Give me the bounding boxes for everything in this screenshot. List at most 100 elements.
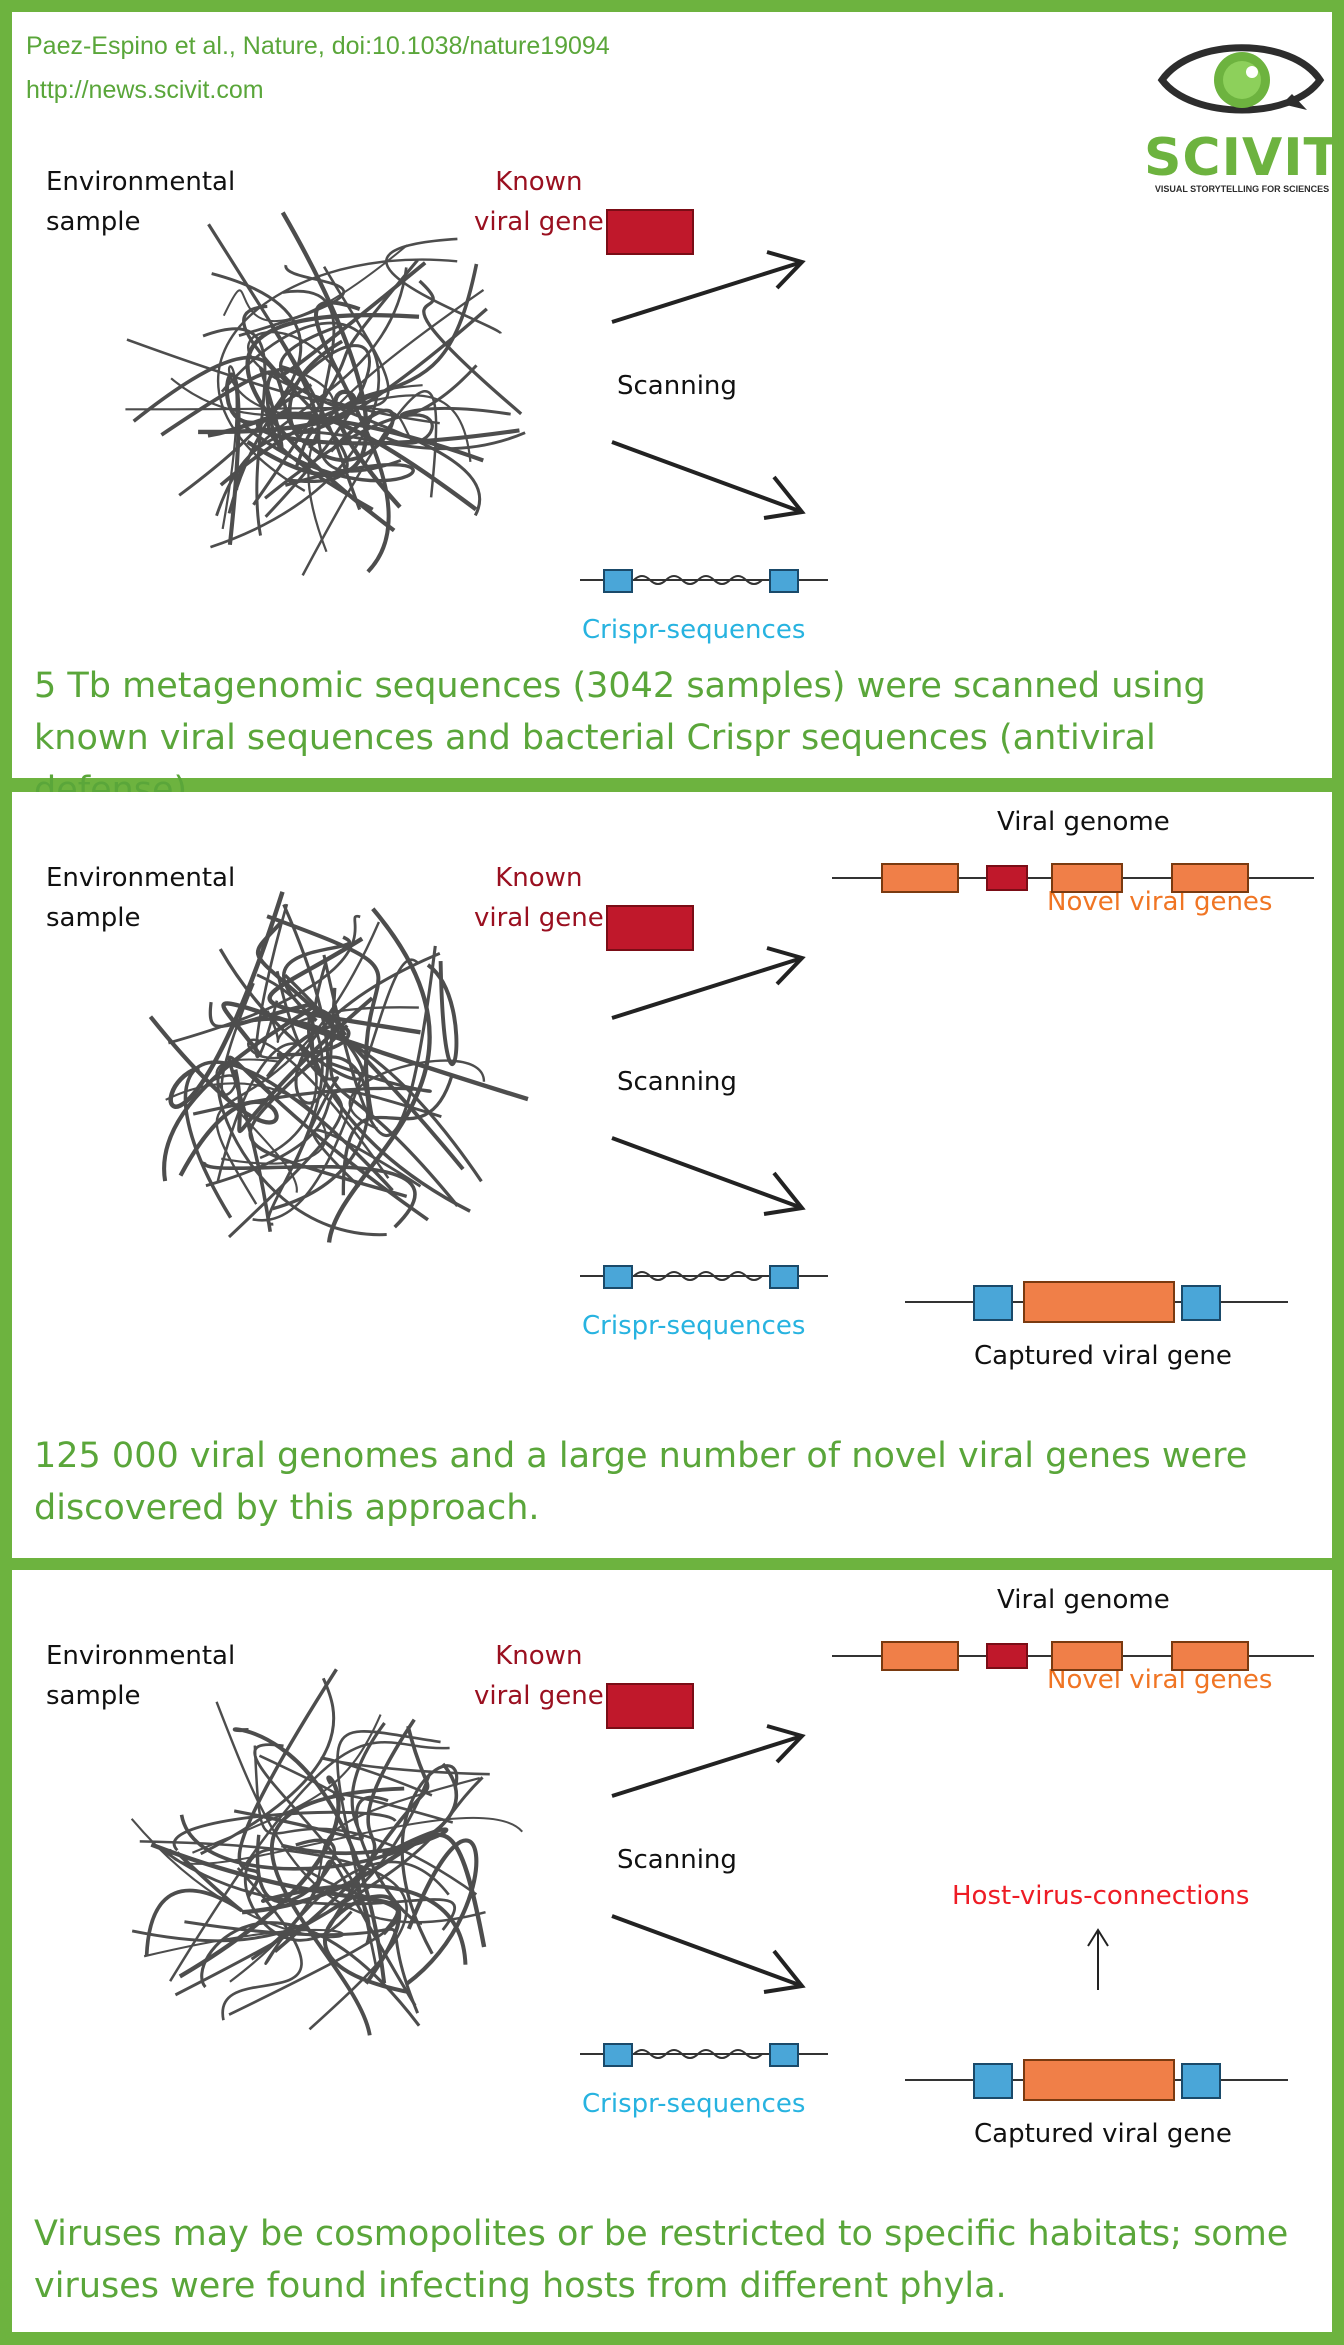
tangle-strand: [202, 1161, 417, 1229]
captured-viral-gene-icon: [905, 2059, 1288, 2101]
tangle-strand: [150, 1842, 401, 1936]
tangle-strand: [216, 1042, 318, 1182]
tangle-strand: [130, 1818, 344, 1958]
tangle-strand: [273, 1718, 416, 1954]
tangle-strand: [269, 323, 344, 447]
viral-genome-label: Viral genome: [997, 807, 1170, 837]
known-viral-gene-label: Known viral gene: [474, 1636, 604, 1716]
environmental-sample-tangle: [125, 211, 526, 576]
tangle-strand: [385, 237, 502, 335]
tangle-strand: [418, 279, 523, 416]
environmental-sample-line1: Environmental: [46, 1641, 236, 1671]
tangle-strand: [139, 1840, 408, 2031]
known-viral-gene-label: Known viral gene: [474, 162, 604, 242]
tangle-strand: [255, 414, 520, 463]
crispr-label: Crispr-sequences: [582, 2089, 806, 2119]
tangle-strand: [207, 223, 362, 511]
tangle-strand: [229, 1776, 481, 1983]
tangle-strand: [275, 970, 339, 1167]
tangle-strand: [192, 1714, 382, 1854]
tangle-strand: [247, 1038, 390, 1179]
tangle-strand: [253, 1743, 371, 1944]
captured-viral-gene-label: Captured viral gene: [974, 1341, 1232, 1371]
tangle-strand: [400, 1764, 459, 1955]
tangle-strand: [221, 1001, 529, 1102]
known-label-line1: Known: [495, 863, 583, 893]
crispr-sequence-icon: [580, 1265, 828, 1289]
crispr-sequence-icon: [580, 2043, 828, 2067]
source-url: http://news.scivit.com: [26, 76, 264, 104]
panel-3-caption: Viruses may be cosmopolites or be restri…: [34, 2214, 1289, 2306]
tangle-strand: [179, 1762, 458, 1871]
environmental-sample-label: Environmental sample: [46, 162, 235, 242]
tangle-strand: [224, 372, 293, 546]
scanning-label: Scanning: [617, 1067, 737, 1097]
environmental-sample-line2: sample: [46, 903, 141, 933]
known-label-line2: viral gene: [474, 207, 604, 237]
viral-genome-icon: [832, 1641, 1314, 1671]
tangle-strand: [178, 272, 302, 497]
tangle-strand: [148, 1015, 279, 1177]
tangle-strand: [348, 1059, 486, 1130]
tangle-strand: [265, 1024, 351, 1079]
tangle-strand: [205, 1089, 442, 1188]
panel-1-illustration: [125, 209, 828, 593]
tangle-strand: [266, 383, 374, 511]
tangle-strand: [326, 907, 432, 1243]
known-viral-gene-icon: [606, 1683, 694, 1729]
crispr-label: Crispr-sequences: [582, 1311, 806, 1341]
crispr-label: Crispr-sequences: [582, 615, 806, 645]
tangle-strand: [172, 1810, 397, 1852]
host-virus-connections-label: Host-virus-connections: [952, 1881, 1250, 1911]
tangle-strand: [221, 365, 302, 530]
scan-arrow-up-icon: [611, 946, 806, 1020]
environmental-sample-tangle: [148, 891, 529, 1243]
environmental-sample-tangle: [130, 1668, 524, 2036]
tangle-strand: [168, 891, 285, 1109]
panel-2-illustration: [148, 863, 1314, 1323]
tangle-strand: [307, 384, 423, 553]
tangle-strand: [426, 961, 459, 1067]
panel-3-illustration: [130, 1641, 1314, 2101]
panel-2-caption: 125 000 viral genomes and a large number…: [34, 1436, 1248, 1528]
logo-wordmark: SCIVIT: [1143, 128, 1341, 188]
tangle-strand: [252, 958, 419, 1222]
tangle-strand: [221, 1867, 303, 2021]
host-virus-arrow-icon: [1087, 1928, 1109, 1990]
known-viral-gene-icon: [606, 209, 694, 255]
scan-arrow-down-icon: [611, 1136, 806, 1216]
scan-arrow-up-icon: [611, 250, 806, 324]
tangle-strand: [242, 304, 349, 483]
tangle-strand: [210, 982, 255, 1096]
tangle-strand: [174, 1776, 484, 1997]
tangle-strand: [200, 1921, 421, 2027]
tangle-strand: [216, 258, 458, 492]
panel-1: Paez-Espino et al., Nature, doi:10.1038/…: [12, 12, 1339, 810]
crispr-sequence-icon: [580, 569, 828, 593]
tangle-strand: [126, 266, 390, 409]
scan-arrow-down-icon: [611, 440, 806, 520]
citation-text: Paez-Espino et al., Nature, doi:10.1038/…: [26, 32, 610, 60]
scan-arrow-up-icon: [611, 1724, 806, 1798]
tangle-strand: [252, 259, 419, 506]
environmental-sample-line2: sample: [46, 207, 141, 237]
environmental-sample-label: Environmental sample: [46, 858, 235, 938]
scanning-label: Scanning: [617, 1845, 737, 1875]
tangle-strand: [200, 1677, 336, 1856]
environmental-sample-label: Environmental sample: [46, 1636, 235, 1716]
panel-3: Environmental sample Known viral gene Vi…: [12, 1570, 1332, 2332]
tangle-strand: [279, 288, 485, 419]
tangle-strand: [232, 1727, 387, 1984]
viral-genome-label: Viral genome: [997, 1585, 1170, 1615]
tangle-strand: [215, 1701, 486, 1924]
scan-arrow-down-icon: [611, 1914, 806, 1994]
tangle-strand: [125, 406, 414, 444]
tangle-strand: [341, 1075, 454, 1196]
known-label-line1: Known: [495, 167, 583, 197]
known-viral-gene-label: Known viral gene: [474, 858, 604, 938]
tangle-strand: [320, 1756, 490, 1797]
eye-logo-icon: [1157, 44, 1325, 114]
captured-viral-gene-icon: [905, 1281, 1288, 1323]
tangle-strand: [282, 935, 352, 1023]
logo-tagline: VISUAL STORYTELLING FOR SCIENCES: [1154, 184, 1330, 194]
